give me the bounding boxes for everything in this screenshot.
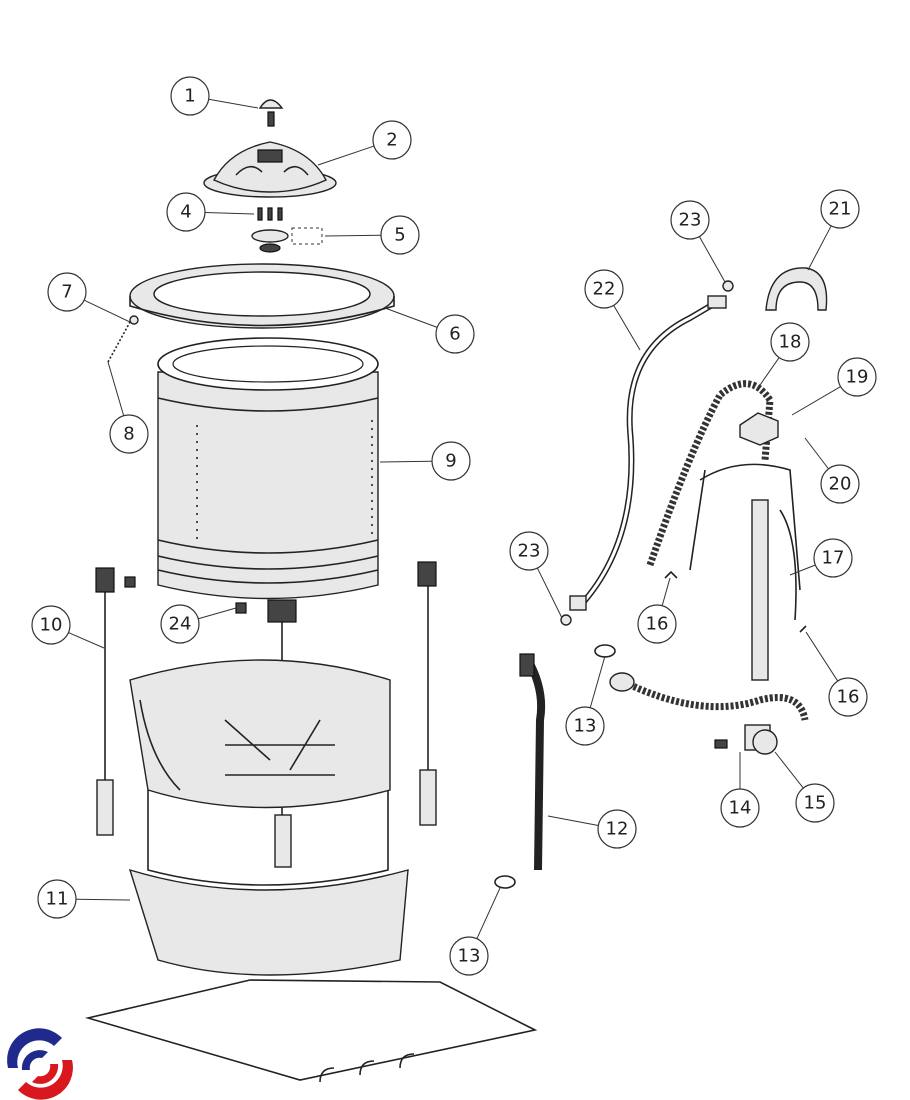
hose-bracket	[765, 267, 828, 311]
leader-line	[661, 577, 671, 606]
callout-number: 17	[822, 548, 845, 569]
leader-line	[759, 357, 780, 386]
callout-number: 24	[169, 614, 192, 635]
callout-22: 22	[584, 269, 624, 309]
callout-10: 10	[31, 605, 71, 645]
leader-line	[589, 655, 606, 708]
callout-number: 19	[846, 367, 869, 388]
callout-number: 2	[386, 130, 397, 151]
tub-ring	[129, 263, 395, 329]
leader-line	[804, 437, 829, 470]
pump-hose-assembly	[609, 380, 809, 755]
callout-21: 21	[820, 189, 860, 229]
spring	[107, 315, 139, 363]
callout-number: 23	[679, 210, 702, 231]
cabinet-base	[84, 979, 538, 1083]
callout-17: 17	[813, 538, 853, 578]
leader-line	[476, 887, 501, 939]
callout-number: 11	[46, 889, 69, 910]
callout-number: 5	[394, 225, 405, 246]
agitator-cap	[258, 99, 284, 127]
leader-line	[774, 751, 804, 789]
callout-number: 13	[458, 946, 481, 967]
callout-23: 23	[509, 531, 549, 571]
leader-line	[805, 631, 839, 682]
callout-7: 7	[47, 272, 87, 312]
callout-number: 4	[180, 202, 191, 223]
leader-line	[791, 386, 841, 416]
callout-24: 24	[160, 604, 200, 644]
leader-line	[379, 460, 433, 463]
fill-hose	[560, 280, 734, 626]
callout-1: 1	[170, 76, 210, 116]
leader-line	[68, 632, 105, 649]
callout-13: 13	[449, 936, 489, 976]
callout-16: 16	[828, 677, 868, 717]
callout-number: 14	[729, 798, 752, 819]
leader-line	[107, 361, 125, 416]
hub	[251, 227, 323, 253]
callout-20: 20	[820, 464, 860, 504]
callout-2: 2	[372, 120, 412, 160]
leader-line	[83, 299, 131, 323]
callout-23: 23	[670, 200, 710, 240]
leader-line	[547, 815, 599, 826]
brand-logo	[7, 1028, 73, 1100]
outer-tub	[128, 659, 409, 976]
callout-number: 16	[646, 614, 669, 635]
callout-12: 12	[597, 809, 637, 849]
leader-line	[324, 234, 382, 237]
leader-line	[208, 98, 259, 109]
leader-line	[75, 898, 131, 901]
callout-16: 16	[637, 604, 677, 644]
leader-line	[204, 212, 255, 215]
callout-number: 1	[184, 86, 195, 107]
callout-18: 18	[770, 322, 810, 362]
callout-9: 9	[431, 441, 471, 481]
leader-line	[384, 307, 438, 328]
drain-hose	[519, 653, 546, 871]
callout-number: 7	[61, 282, 72, 303]
leader-line	[807, 225, 832, 271]
callout-19: 19	[837, 357, 877, 397]
callout-number: 10	[40, 615, 63, 636]
leader-line	[789, 564, 816, 576]
callout-11: 11	[37, 879, 77, 919]
callout-number: 6	[449, 324, 460, 345]
leader-line	[198, 607, 237, 620]
callout-number: 13	[574, 716, 597, 737]
leader-line	[698, 236, 726, 283]
callout-number: 9	[445, 451, 456, 472]
leader-line	[317, 145, 375, 166]
callout-number: 22	[593, 279, 616, 300]
callout-number: 18	[779, 332, 802, 353]
callout-number: 15	[804, 793, 827, 814]
callout-number: 12	[606, 819, 629, 840]
callout-number: 20	[829, 474, 852, 495]
callout-number: 23	[518, 541, 541, 562]
callout-13: 13	[565, 706, 605, 746]
callout-8: 8	[109, 414, 149, 454]
callout-5: 5	[380, 215, 420, 255]
wash-basket	[157, 337, 379, 600]
callout-4: 4	[166, 192, 206, 232]
leader-line	[613, 305, 641, 351]
callout-number: 21	[829, 199, 852, 220]
callout-15: 15	[795, 783, 835, 823]
screws	[257, 207, 283, 221]
leader-line	[536, 567, 563, 619]
impeller	[203, 141, 337, 198]
callout-6: 6	[435, 314, 475, 354]
callout-number: 16	[837, 687, 860, 708]
callout-number: 8	[123, 424, 134, 445]
callout-14: 14	[720, 788, 760, 828]
